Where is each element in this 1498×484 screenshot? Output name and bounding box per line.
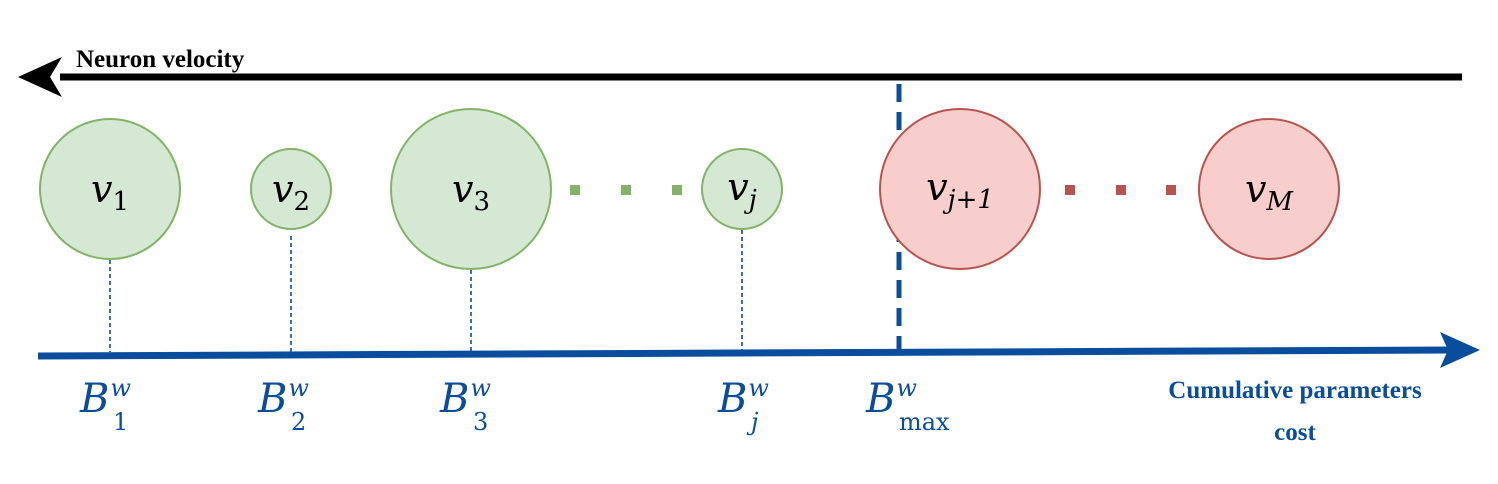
neuron-circle-3 xyxy=(390,108,552,270)
neuron-circle-m xyxy=(1198,118,1340,260)
neuron-circle-j xyxy=(701,148,783,230)
axis-label-line2: cost xyxy=(1274,419,1316,446)
connectors xyxy=(109,230,743,352)
neuron-circle-2 xyxy=(250,148,332,230)
axis-label-line1: Cumulative parameters xyxy=(1168,377,1422,404)
neuron-label-j-plus-1: vj+1 xyxy=(926,165,994,215)
velocity-label: Neuron velocity xyxy=(76,46,245,73)
arrowhead-right-icon xyxy=(1440,332,1480,368)
neuron-circles xyxy=(39,108,1340,270)
neuron-label-2: v2 xyxy=(272,167,310,217)
neuron-label-j: vj xyxy=(727,165,757,215)
neuron-label-m: vM xyxy=(1245,167,1294,217)
velocity-arrow xyxy=(18,57,1462,97)
neuron-circle-1 xyxy=(39,118,181,260)
ellipsis-red xyxy=(1065,185,1176,195)
neuron-label-1: v1 xyxy=(91,167,129,217)
neuron-labels: v1 v2 v3 vj vj+1 vM xyxy=(91,165,1294,217)
ellipsis-green xyxy=(570,185,682,195)
neuron-label-3: v3 xyxy=(452,167,490,217)
neuron-circle-j-plus-1 xyxy=(879,108,1041,270)
cost-axis xyxy=(37,332,1480,368)
arrowhead-left-icon xyxy=(18,57,62,97)
